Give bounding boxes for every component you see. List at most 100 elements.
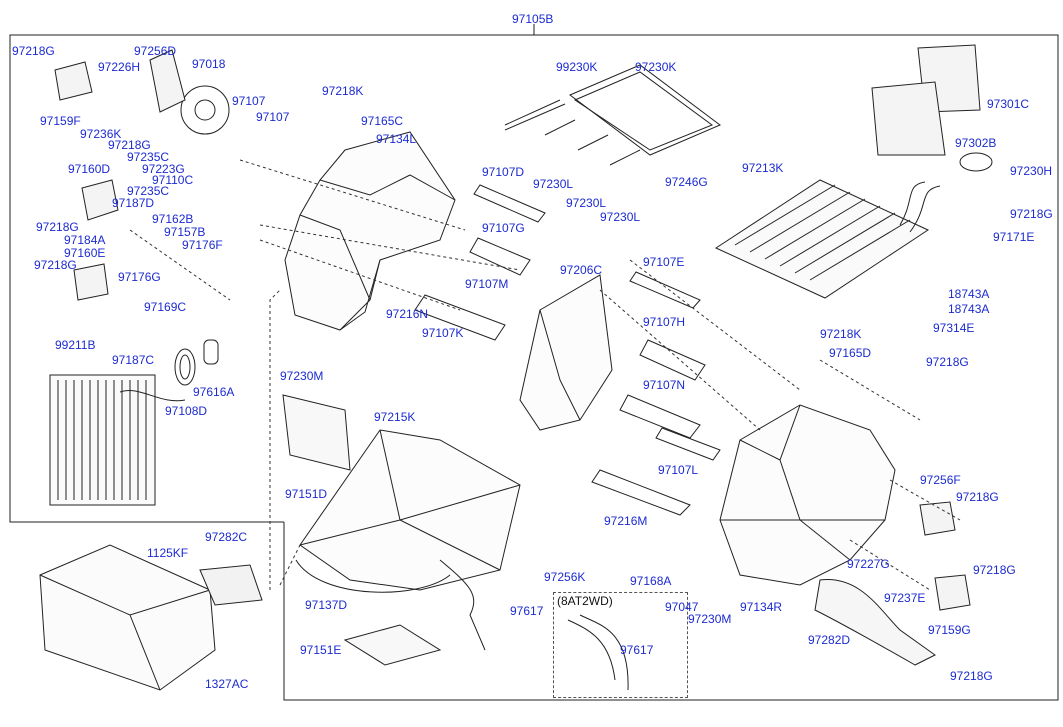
- part-callout-p014[interactable]: 97218G: [36, 220, 79, 234]
- part-callout-p073[interactable]: 97168A: [630, 574, 672, 588]
- part-callout-p078[interactable]: 97237E: [884, 591, 926, 605]
- part-callout-p022[interactable]: 97176F: [182, 238, 223, 252]
- part-callout-p041[interactable]: 97302B: [955, 136, 997, 150]
- part-callout-p077[interactable]: 97227G: [847, 557, 890, 571]
- part-callout-p007[interactable]: 97218G: [108, 138, 151, 152]
- variant-label: (8AT2WD): [557, 594, 613, 608]
- foam-pad-drawings: [282, 394, 442, 666]
- part-callout-p079[interactable]: 97218G: [973, 563, 1016, 577]
- part-callout-p043[interactable]: 97218G: [1010, 207, 1053, 221]
- part-callout-p035[interactable]: 97107G: [482, 221, 525, 235]
- sub-assembly-frame: [9, 34, 534, 523]
- part-callout-p032[interactable]: 97230L: [566, 196, 607, 210]
- part-callout-p021[interactable]: 97157B: [164, 225, 206, 239]
- part-callout-p057[interactable]: 97107K: [422, 326, 464, 340]
- cabin-filter-drawing: [504, 64, 721, 166]
- part-callout-p024[interactable]: 97107: [256, 110, 290, 124]
- part-callout-p082[interactable]: 97218G: [950, 669, 993, 683]
- part-callout-p039[interactable]: 97213K: [742, 161, 784, 175]
- part-callout-p017[interactable]: 97218G: [34, 258, 77, 272]
- part-callout-p067[interactable]: 1125KF: [147, 546, 189, 560]
- part-callout-p050[interactable]: 97165D: [829, 346, 872, 360]
- assembly-part-number[interactable]: 97105B: [512, 12, 554, 26]
- center-partition-drawing: [519, 274, 613, 431]
- part-callout-p059[interactable]: 97107H: [643, 315, 686, 329]
- part-callout-p040[interactable]: 97301C: [987, 97, 1030, 111]
- assembled-unit-drawing: [39, 544, 263, 691]
- part-callout-p018[interactable]: 97176G: [118, 270, 161, 284]
- part-callout-p037[interactable]: 97206C: [560, 263, 603, 277]
- part-callout-p002[interactable]: 97256D: [134, 44, 177, 58]
- part-callout-p065[interactable]: 97218G: [956, 490, 999, 504]
- part-callout-p083[interactable]: 97617: [620, 643, 654, 657]
- part-callout-p019[interactable]: 97169C: [144, 300, 187, 314]
- part-callout-p056[interactable]: 97216N: [386, 307, 429, 321]
- part-callout-p055[interactable]: 97230M: [280, 369, 324, 383]
- part-callout-p003[interactable]: 97226H: [98, 60, 141, 74]
- part-callout-p069[interactable]: 97256K: [544, 570, 586, 584]
- part-callout-p036[interactable]: 97107M: [465, 277, 509, 291]
- part-callout-p010[interactable]: 97110C: [152, 173, 194, 187]
- part-callout-p045[interactable]: 18743A: [948, 287, 990, 301]
- part-callout-p004[interactable]: 97018: [192, 57, 226, 71]
- part-callout-p060[interactable]: 97107N: [643, 378, 686, 392]
- part-callout-p068[interactable]: 97137D: [305, 598, 348, 612]
- part-callout-p063[interactable]: 97216M: [604, 514, 648, 528]
- part-callout-p038[interactable]: 97107E: [643, 255, 685, 269]
- part-callout-p028[interactable]: 99230K: [556, 60, 598, 74]
- part-callout-p011[interactable]: 97235C: [127, 184, 170, 198]
- part-callout-p080[interactable]: 97159G: [928, 623, 971, 637]
- part-callout-p016[interactable]: 97160E: [64, 246, 106, 260]
- part-callout-p047[interactable]: 97314E: [933, 321, 975, 335]
- part-callout-p062[interactable]: 97151D: [285, 487, 328, 501]
- part-callout-p015[interactable]: 97184A: [64, 233, 106, 247]
- actuator-drawings: [54, 61, 971, 611]
- part-callout-p071[interactable]: 97151E: [300, 643, 342, 657]
- part-callout-p066[interactable]: 97282C: [205, 530, 248, 544]
- part-callout-p049[interactable]: 97218K: [820, 327, 862, 341]
- heater-core-drawing: [714, 179, 941, 299]
- part-callout-p051[interactable]: 99211B: [55, 338, 96, 352]
- part-callout-p061[interactable]: 97107L: [658, 463, 699, 477]
- part-callout-p075[interactable]: 97230M: [688, 612, 732, 626]
- part-callout-p076[interactable]: 97134R: [740, 600, 783, 614]
- part-callout-p001[interactable]: 97218G: [12, 44, 55, 58]
- part-callout-p058[interactable]: 97215K: [374, 410, 416, 424]
- drain-hose-drawings: [295, 559, 629, 691]
- part-callout-p009[interactable]: 97223G: [142, 162, 185, 176]
- rear-duct-drawing: [814, 579, 936, 666]
- part-callout-p070[interactable]: 97617: [510, 604, 544, 618]
- part-callout-p072[interactable]: 1327AC: [205, 677, 249, 691]
- filter-cover-drawing: [871, 44, 993, 172]
- part-callout-p026[interactable]: 97165C: [361, 114, 404, 128]
- part-callout-p053[interactable]: 97616A: [193, 385, 235, 399]
- part-callout-p048[interactable]: 97218G: [926, 355, 969, 369]
- part-callout-p029[interactable]: 97230K: [635, 60, 677, 74]
- part-callout-p012[interactable]: 97187D: [112, 196, 155, 210]
- variant-box: [553, 592, 688, 698]
- part-callout-p081[interactable]: 97282D: [808, 633, 851, 647]
- part-callout-p034[interactable]: 97230L: [600, 210, 641, 224]
- part-callout-p006[interactable]: 97236K: [80, 127, 122, 141]
- part-callout-p064[interactable]: 97256F: [920, 473, 961, 487]
- part-callout-p005[interactable]: 97159F: [40, 114, 81, 128]
- part-callout-p052[interactable]: 97187C: [112, 353, 155, 367]
- part-callout-p031[interactable]: 97230L: [533, 177, 574, 191]
- part-callout-p013[interactable]: 97160D: [68, 162, 111, 176]
- part-callout-p027[interactable]: 97134L: [376, 132, 417, 146]
- part-callout-p033[interactable]: 97246G: [665, 175, 708, 189]
- part-callout-p046[interactable]: 18743A: [948, 302, 990, 316]
- part-callout-p044[interactable]: 97171E: [993, 230, 1035, 244]
- part-callout-p008[interactable]: 97235C: [127, 150, 170, 164]
- part-callout-p030[interactable]: 97107D: [482, 165, 525, 179]
- part-callout-p054[interactable]: 97108D: [165, 404, 208, 418]
- evaporator-core-drawing: [49, 374, 186, 506]
- grommet-drawing: [174, 339, 219, 386]
- part-callout-p042[interactable]: 97230H: [1010, 164, 1053, 178]
- part-callout-p074[interactable]: 97047: [665, 600, 699, 614]
- part-callout-p020[interactable]: 97162B: [152, 212, 194, 226]
- part-callout-p023[interactable]: 97107: [232, 94, 266, 108]
- part-callout-p025[interactable]: 97218K: [322, 84, 364, 98]
- blower-wheel-drawing: [149, 49, 230, 135]
